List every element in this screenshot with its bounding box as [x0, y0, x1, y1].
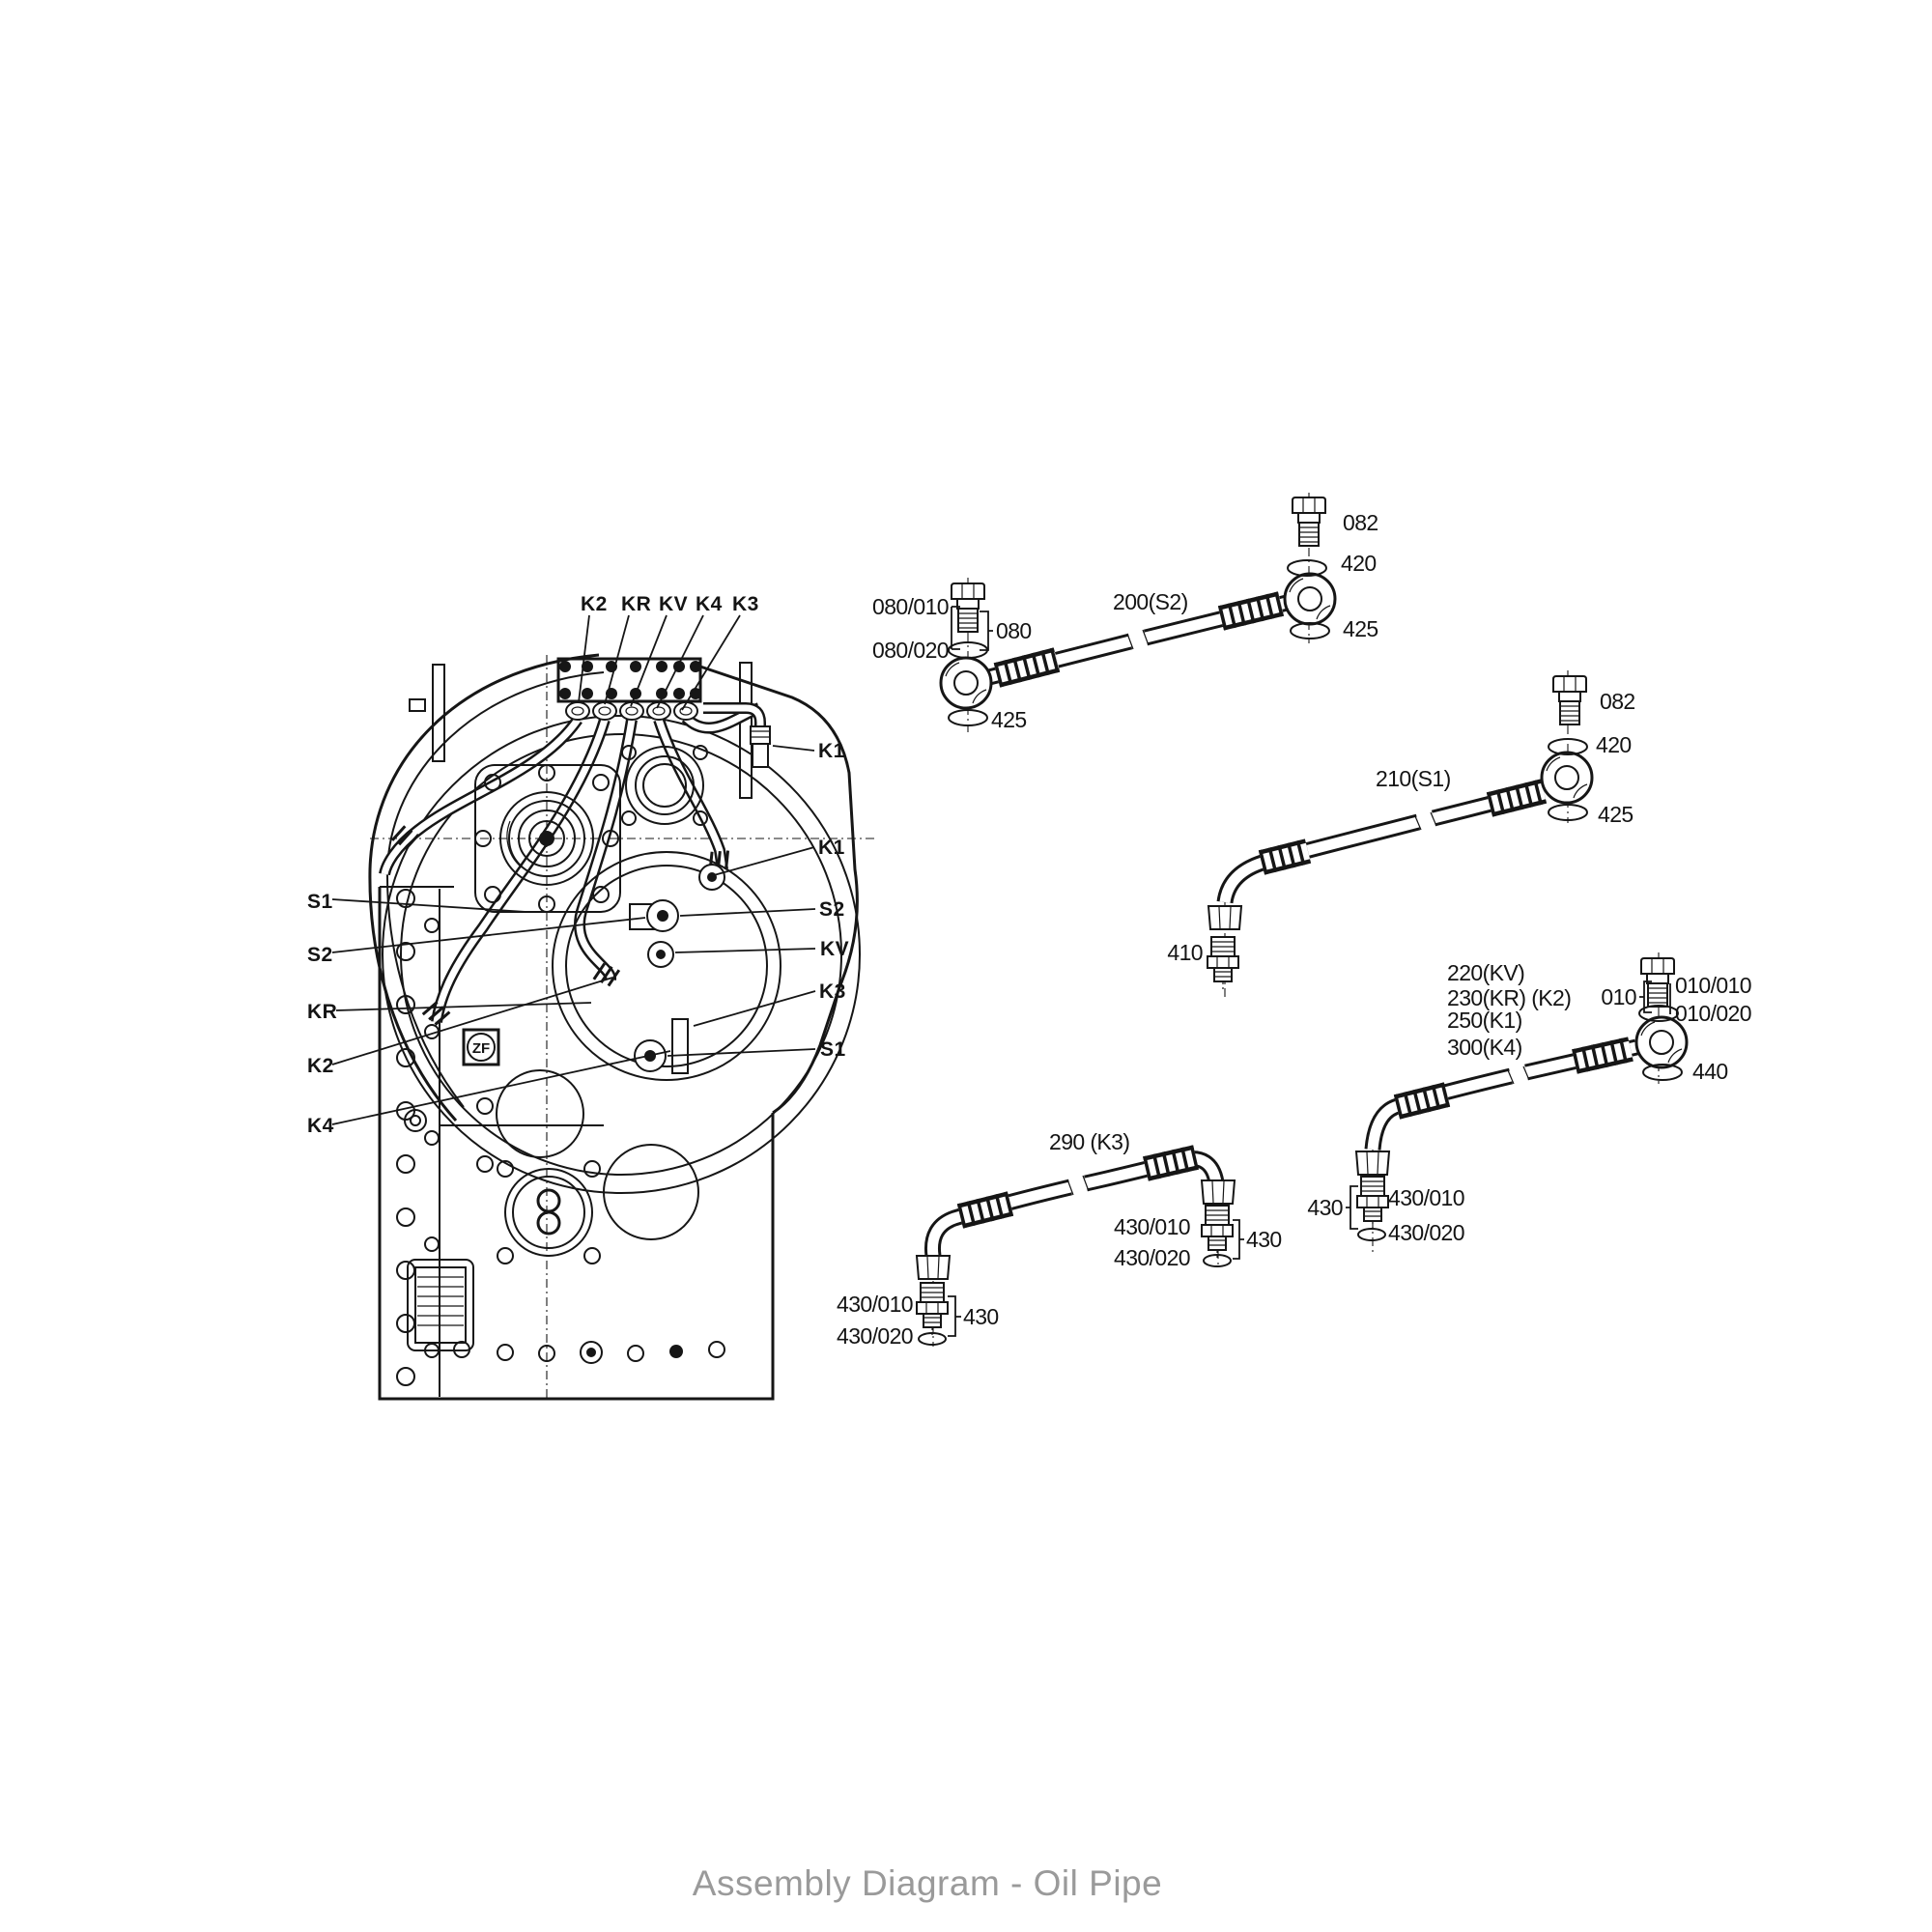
plate-bolt-holes [396, 889, 494, 1386]
gearbox-leader-lines [331, 614, 816, 1125]
top-connector-block [556, 657, 702, 721]
gearbox-label-top-kr: KR [621, 593, 651, 615]
part-010-020-label: 010/020 [1675, 1001, 1751, 1026]
zf-logo-text: ZF [472, 1040, 490, 1057]
callout-430dl-bracket [948, 1295, 961, 1337]
part-430dl-label: 430 [963, 1304, 999, 1329]
bore-top-right [621, 745, 708, 826]
part-080-010-label: 080/010 [872, 594, 949, 619]
gearbox-label-right-k3: K3 [819, 980, 846, 1003]
hose-assembly-290-k3: 290 (K3) 430/010 430/020 430 430/010 430… [837, 1129, 1282, 1349]
callout-430c-bracket [1346, 1185, 1358, 1230]
bottom-bolts [453, 1341, 725, 1364]
hose-assembly-210-s1: 210(S1) 082 420 425 410 [1167, 670, 1635, 1000]
part-430c-020-label: 430/020 [1388, 1220, 1464, 1245]
gearbox-label-top-kv: KV [659, 593, 688, 615]
hose-assembly-220-group: 220(KV) 230(KR) (K2) 250(K1) 300(K4) 010… [1307, 952, 1752, 1252]
part-430dr-label: 430 [1246, 1227, 1282, 1252]
bore-lower-left [496, 1069, 584, 1158]
callout-010-bracket [1639, 980, 1652, 1013]
part-440-label: 440 [1692, 1059, 1728, 1084]
part-010-010-label: 010/010 [1675, 973, 1751, 998]
hose-290-name: 290 (K3) [1049, 1129, 1129, 1154]
part-080-020-label: 080/020 [872, 638, 949, 663]
part-010-label: 010 [1601, 984, 1636, 1009]
part-420b-label: 420 [1596, 732, 1632, 757]
part-082b-label: 082 [1600, 689, 1635, 714]
gearbox-label-left-s2: S2 [307, 944, 333, 966]
page-title: Assembly Diagram - Oil Pipe [693, 1863, 1162, 1903]
callout-080-bracket [980, 611, 993, 651]
hose-assembly-200-s2: 200(S2) 082 420 425 080/010 080 080/020 … [872, 493, 1378, 732]
gearbox-label-left-s1: S1 [307, 891, 333, 913]
part-425b-label: 425 [1598, 802, 1634, 827]
applies-300-k4: 300(K4) [1447, 1035, 1522, 1060]
hose-200-name: 200(S2) [1113, 589, 1188, 614]
part-430c-010-label: 430/010 [1388, 1185, 1464, 1210]
gearbox-label-left-k2: K2 [307, 1055, 334, 1077]
gearbox-drawing: ZF [307, 593, 874, 1401]
gearbox-label-top-k2: K2 [581, 593, 608, 615]
bore-lower-right [603, 1144, 699, 1240]
gearbox-label-left-k4: K4 [307, 1115, 334, 1137]
gearbox-label-right-s2: S2 [819, 898, 845, 921]
gearbox-label-right-kv: KV [820, 938, 849, 960]
part-430dr-010-label: 430/010 [1114, 1214, 1190, 1239]
gearbox-label-left-kr: KR [307, 1001, 337, 1023]
gearbox-label-top-k4: K4 [696, 593, 723, 615]
applies-250-k1: 250(K1) [1447, 1008, 1522, 1033]
part-410-label: 410 [1167, 940, 1203, 965]
part-082-label: 082 [1343, 510, 1378, 535]
applies-230-kr-k2: 230(KR) (K2) [1447, 985, 1571, 1010]
gearbox-label-right-k1a: K1 [818, 740, 845, 762]
part-430dl-020-label: 430/020 [837, 1323, 913, 1349]
part-430dl-010-label: 430/010 [837, 1292, 913, 1317]
gearbox-label-right-s1: S1 [820, 1038, 846, 1061]
gearbox-label-top-k3: K3 [732, 593, 759, 615]
part-420-label: 420 [1341, 551, 1377, 576]
part-425-left-label: 425 [991, 707, 1027, 732]
bore-center [474, 764, 621, 913]
zf-logo: ZF [462, 1028, 500, 1066]
valve-body-circle [552, 851, 781, 1081]
part-080-label: 080 [996, 618, 1032, 643]
gearbox-label-right-k1b: K1 [818, 837, 845, 859]
callout-430dr-bracket [1233, 1219, 1244, 1260]
hose-210-name: 210(S1) [1376, 766, 1451, 791]
gearbox-hoses [379, 702, 771, 1030]
callout-080-connector [951, 606, 960, 650]
applies-220-kv: 220(KV) [1447, 960, 1524, 985]
part-430dr-020-label: 430/020 [1114, 1245, 1190, 1270]
part-425-right-label: 425 [1343, 616, 1378, 641]
oil-pan [407, 1259, 474, 1351]
part-430c-label: 430 [1307, 1195, 1343, 1220]
bore-bottom [497, 1160, 601, 1264]
